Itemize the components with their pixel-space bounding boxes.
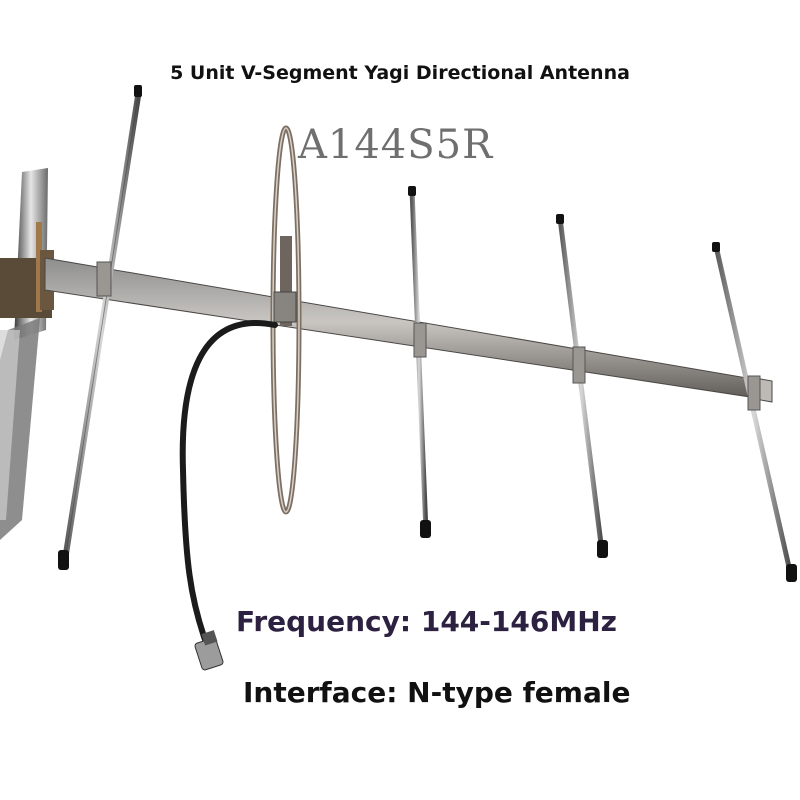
coax-cable <box>179 320 278 671</box>
yagi-element-director-1 <box>408 186 431 538</box>
yagi-element-driven-loop <box>270 125 302 515</box>
yagi-element-director-2 <box>556 214 608 558</box>
antenna-boom <box>44 257 773 403</box>
product-heading: 5 Unit V-Segment Yagi Directional Antenn… <box>170 62 630 84</box>
frequency-spec: Frequency: 144-146MHz <box>236 605 617 638</box>
yagi-element-director-3 <box>712 242 797 582</box>
interface-spec: Interface: N-type female <box>243 676 631 709</box>
mast <box>0 168 54 540</box>
model-number: A144S5R <box>298 122 494 168</box>
yagi-element-reflector <box>58 85 142 570</box>
